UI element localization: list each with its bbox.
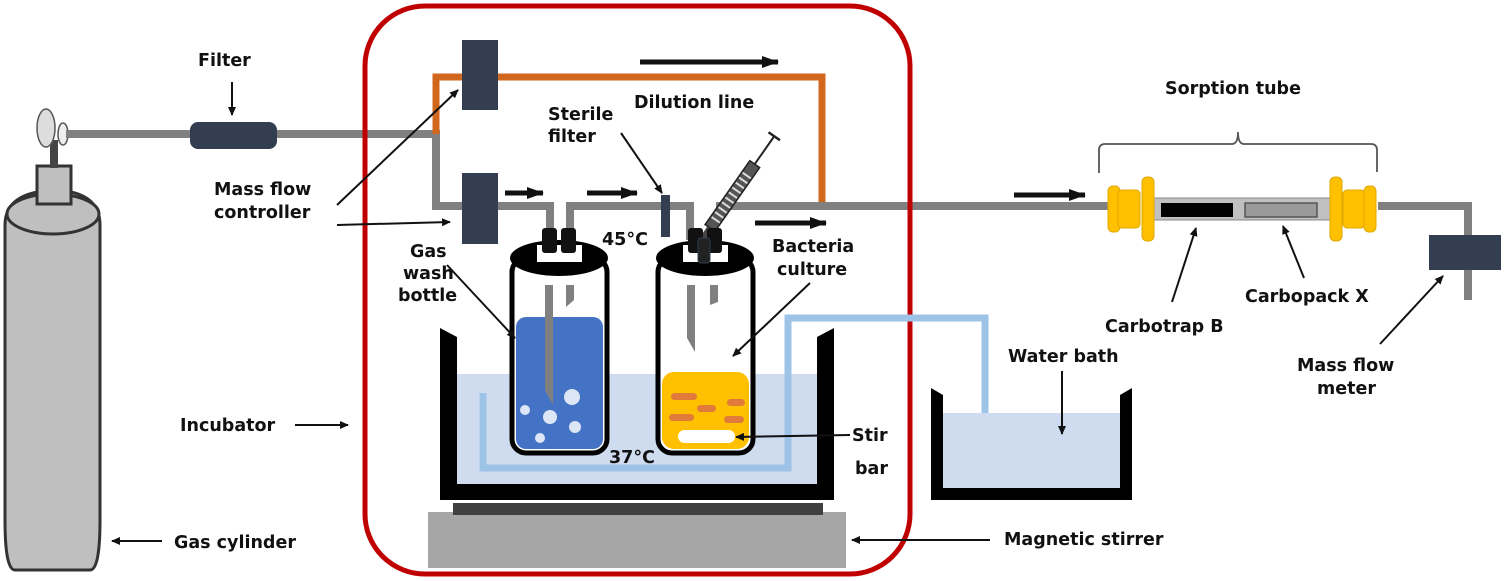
label-mfc-line1: Mass flow [214,180,311,200]
sorption-tube-bracket [1098,131,1378,173]
sorption-tube [1098,131,1378,242]
dilution-line-path [432,73,826,206]
carbotrap-b-bed [1161,203,1233,217]
label-temp-45: 45°C [602,230,648,250]
label-gas-cylinder: Gas cylinder [174,533,296,553]
valve-knob-icon [36,108,56,148]
label-dilution-line: Dilution line [634,93,754,113]
mass-flow-controller-main [462,173,498,244]
incubator [362,3,913,577]
label-bacteria-1: Bacteria [772,237,854,257]
pointer-arrows [111,82,1444,545]
water-bath [931,388,1132,500]
filter-element [190,122,277,149]
label-water-bath: Water bath [1008,347,1119,367]
stir-bar [678,430,735,443]
label-sterile-filter-2: filter [548,127,596,147]
bacteria-culture-bottle [655,228,756,456]
mass-flow-controller-dilution [462,40,498,110]
label-sterile-filter-1: Sterile [548,105,613,125]
stirrer-plate [453,503,823,515]
label-gas-wash-2: wash [403,264,454,284]
gas-wash-bottle [509,228,610,456]
incubator-water-bath [440,328,834,500]
label-mfc-line2: controller [214,203,311,223]
label-filter: Filter [198,51,251,71]
carbopack-x-bed [1244,202,1318,218]
label-gas-wash-3: bottle [398,286,457,306]
label-mfm-2: meter [1317,379,1376,399]
label-carbopack-x: Carbopack X [1245,287,1369,307]
gas-cylinder [3,108,102,572]
label-magnetic-stirrer: Magnetic stirrer [1004,530,1164,550]
label-incubator: Incubator [180,416,276,436]
label-temp-37: 37°C [609,448,655,468]
label-stir-bar-2: bar [855,459,888,479]
label-carbotrap-b: Carbotrap B [1105,317,1224,337]
label-gas-wash-1: Gas [410,242,447,262]
magnetic-stirrer [428,512,846,568]
label-stir-bar-1: Stir [852,426,888,446]
label-bacteria-2: culture [777,260,847,280]
sorption-cap-right [1329,176,1377,242]
label-mfm-1: Mass flow [1297,356,1394,376]
sorption-cap-left [1107,176,1155,242]
mass-flow-meter [1429,235,1501,270]
water-circulation-tube [479,314,989,472]
bacteria-icons [669,393,745,423]
flow-arrows [505,56,1086,229]
label-sorption-tube: Sorption tube [1165,79,1301,99]
sterile-filter-element [661,195,670,237]
